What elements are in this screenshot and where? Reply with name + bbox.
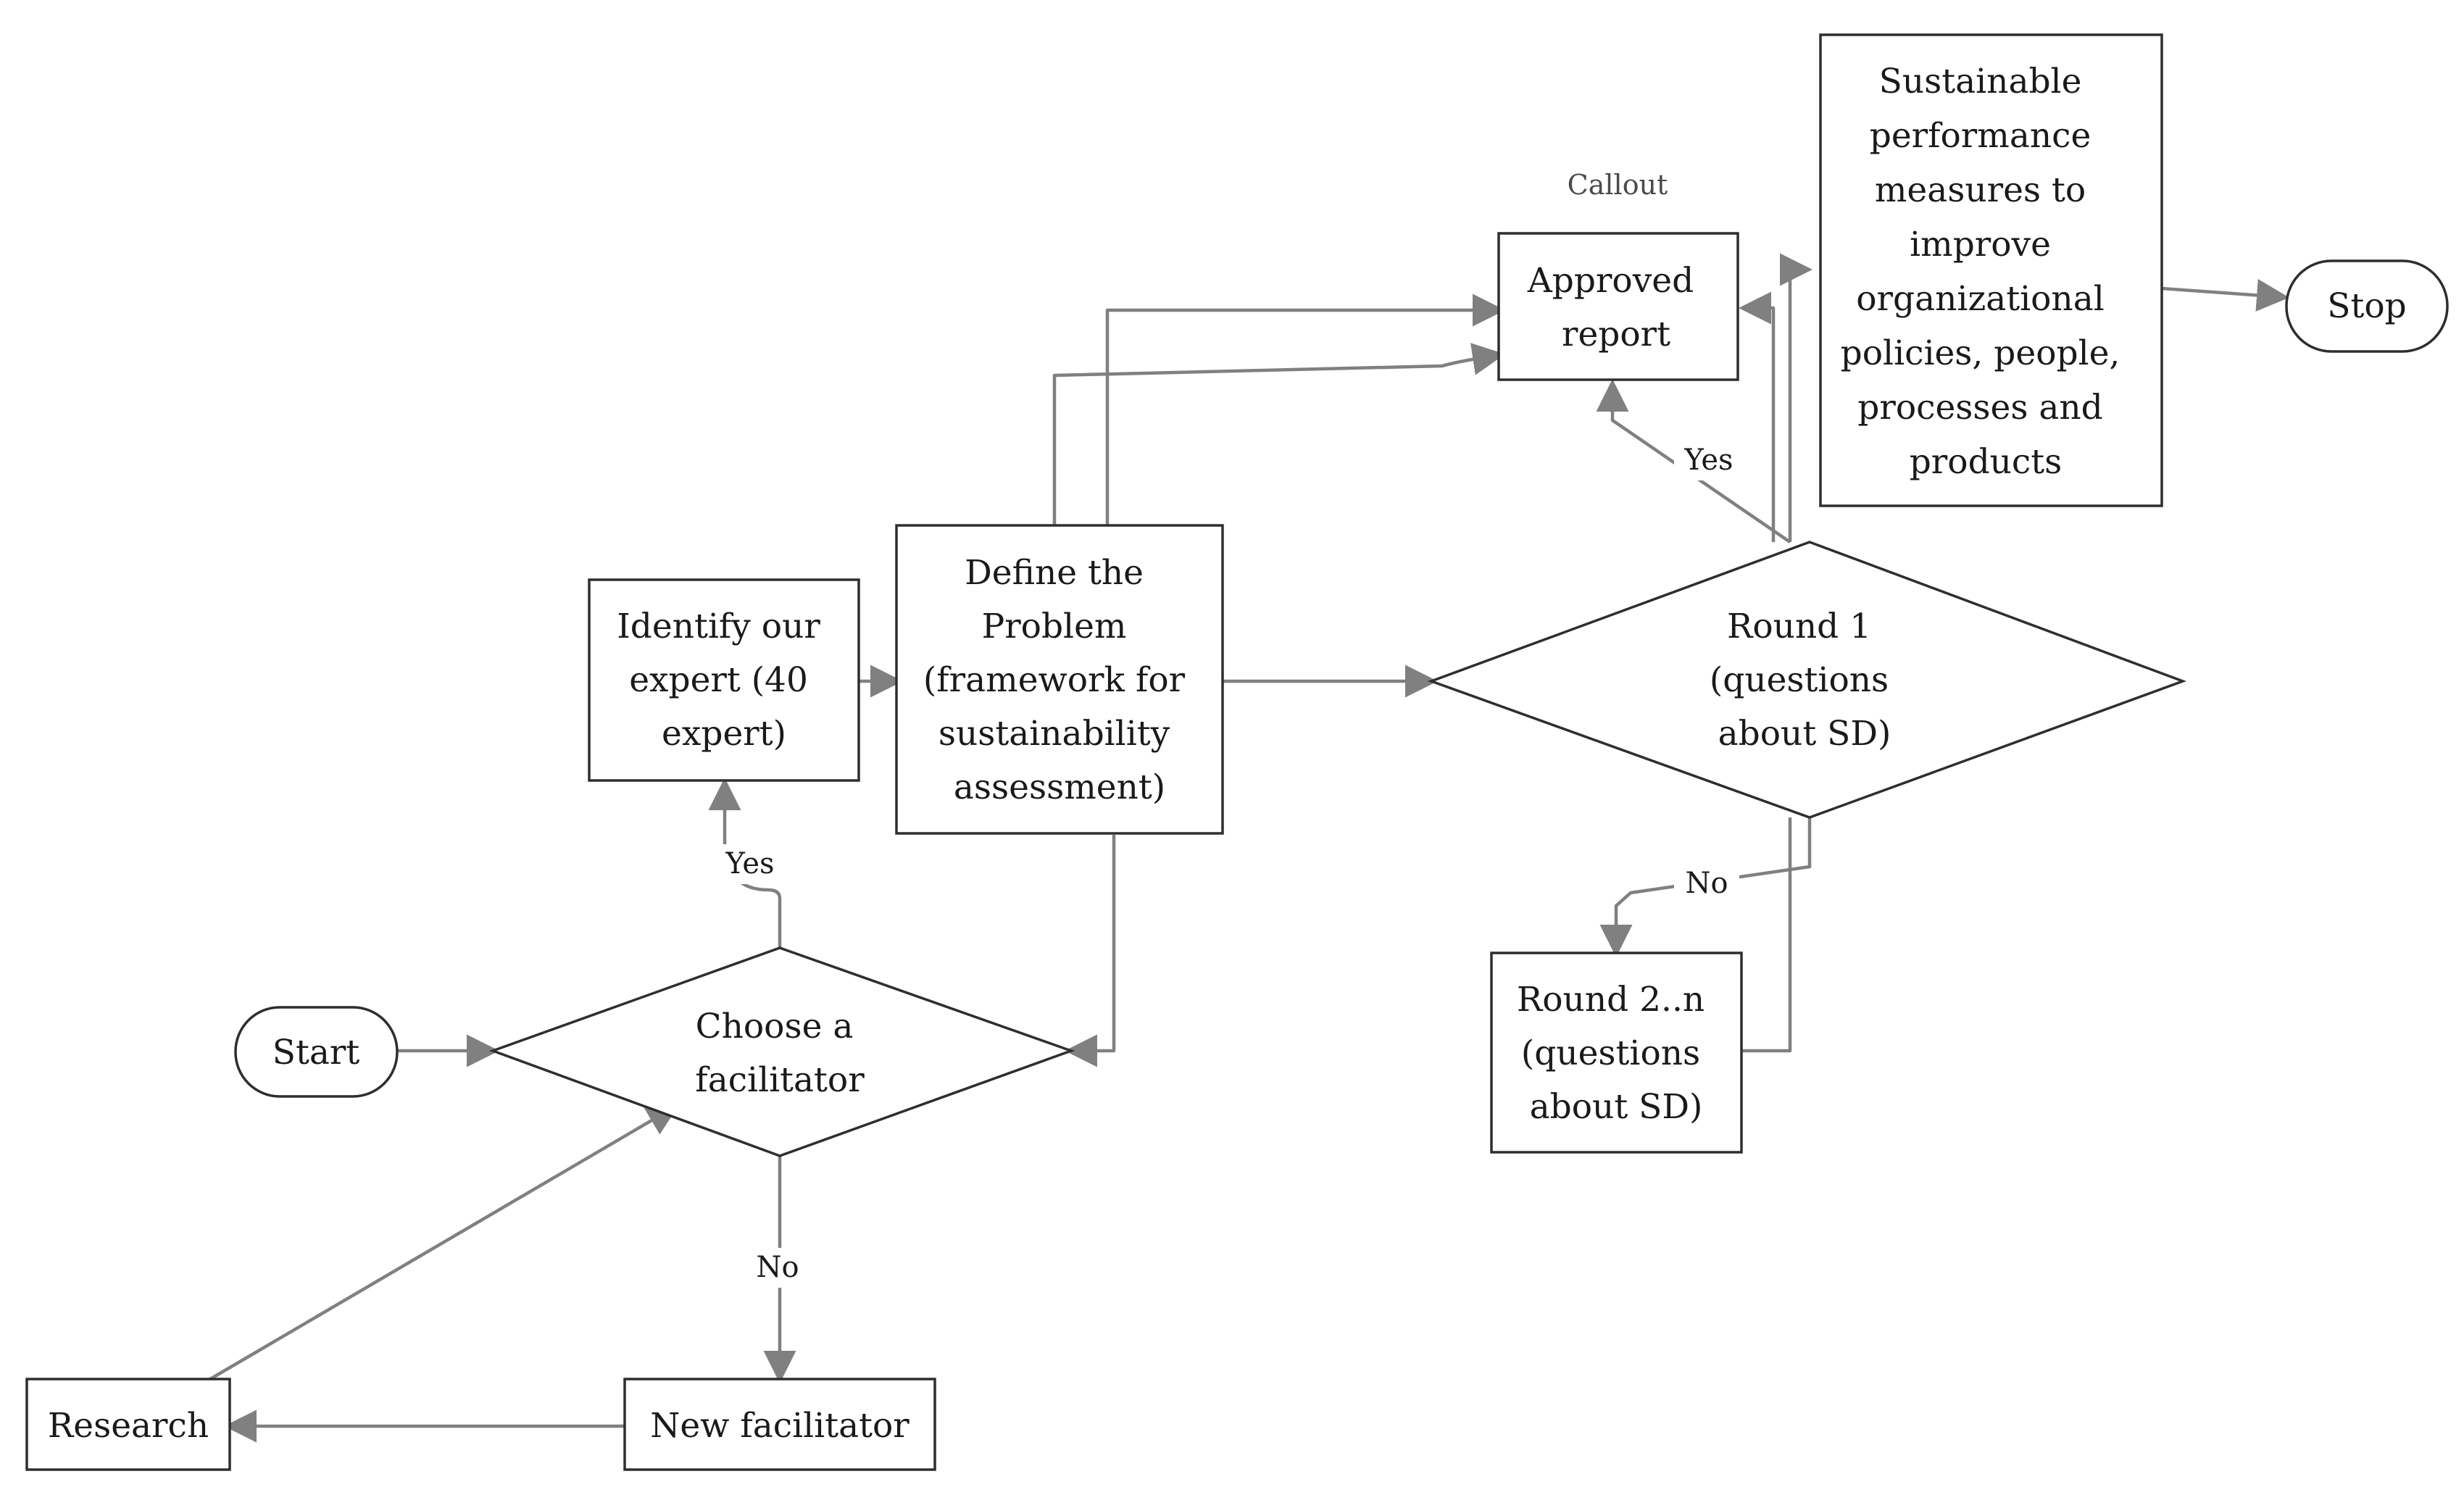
edge-round1-round2 xyxy=(1599,817,1812,957)
node-measures-line: performance xyxy=(1870,116,2092,156)
node-measures-line: measures to xyxy=(1875,170,2086,210)
node-measures-line: improve xyxy=(1910,225,2051,265)
node-round2-line: about SD) xyxy=(1530,1087,1703,1127)
edge-return-approved xyxy=(1739,291,1776,542)
node-research-label: Research xyxy=(48,1406,209,1446)
edge-define-approved-a xyxy=(1052,343,1505,525)
callout-label: Callout xyxy=(1568,169,1668,201)
edge-define-approved-b xyxy=(1105,293,1505,525)
node-measures-line: policies, people, xyxy=(1841,333,2120,373)
node-start-label: Start xyxy=(272,1033,360,1073)
edge-labels: Yes No Yes No xyxy=(714,441,1743,1288)
node-approved-line: Approved xyxy=(1527,261,1694,301)
label-round1-no: No xyxy=(1685,867,1728,900)
label-choose-no: No xyxy=(756,1251,799,1284)
svg-text:Sustainable performance: Sustainable performance measures to impr… xyxy=(1841,62,2131,482)
node-measures-line: processes and xyxy=(1857,388,2102,428)
node-round1-line: about SD) xyxy=(1718,714,1891,754)
node-research: Research xyxy=(25,1378,231,1471)
edge-round1-measures xyxy=(1780,253,1812,542)
node-define-line: Define the xyxy=(965,553,1144,593)
node-round-1: Round 1 (questions about SD) xyxy=(1427,541,2187,819)
node-stop: Stop xyxy=(2285,259,2449,353)
node-define-line: (framework for xyxy=(923,660,1186,700)
node-identify-line: expert) xyxy=(662,714,786,754)
node-measures-line: Sustainable xyxy=(1879,62,2082,101)
node-round2-line: (questions xyxy=(1521,1033,1700,1073)
node-define-line: sustainability xyxy=(938,714,1170,754)
node-round-2: Round 2..n (questions about SD) xyxy=(1490,951,1743,1154)
edge-research-choose xyxy=(209,1104,680,1381)
svg-text:Identify our expert (40: Identify our expert (40 expert) xyxy=(617,607,831,754)
node-approved-report: Approved report xyxy=(1497,232,1739,381)
node-define-line: Problem xyxy=(982,607,1127,646)
svg-text:Choose a facilitator: Choose a facilitator xyxy=(695,1007,865,1100)
label-choose-yes: Yes xyxy=(725,847,774,880)
node-define-line: assessment) xyxy=(954,767,1165,807)
svg-text:Round 1 (questions: Round 1 (questions about SD) xyxy=(1710,607,1899,754)
node-measures-line: products xyxy=(1910,442,2063,482)
node-round1-line: Round 1 xyxy=(1727,607,1871,646)
node-choose-facilitator: Choose a facilitator xyxy=(488,946,1075,1157)
edge-round1-approved xyxy=(1596,379,1791,544)
label-round1-yes: Yes xyxy=(1683,443,1733,477)
node-sustainable-measures: Sustainable performance measures to impr… xyxy=(1819,33,2163,507)
node-new-facilitator-label: New facilitator xyxy=(650,1406,910,1446)
node-identify-line: expert (40 xyxy=(629,660,808,700)
node-start: Start xyxy=(234,1006,399,1098)
svg-text:Round 2..n (questions: Round 2..n (questions about SD) xyxy=(1517,980,1715,1127)
svg-text:Define the Problem: Define the Problem (framework for sustai… xyxy=(923,553,1196,807)
node-round2-line: Round 2..n xyxy=(1517,980,1705,1020)
node-stop-label: Stop xyxy=(2327,286,2406,326)
node-measures-line: organizational xyxy=(1856,279,2105,319)
node-identify-line: Identify our xyxy=(617,607,820,646)
edge-define-choose xyxy=(1065,835,1116,1067)
node-choose-line: facilitator xyxy=(695,1060,865,1100)
node-identify-expert: Identify our expert (40 expert) xyxy=(588,578,860,782)
node-define-problem: Define the Problem (framework for sustai… xyxy=(895,524,1224,835)
node-choose-line: Choose a xyxy=(696,1007,854,1046)
node-approved-line: report xyxy=(1562,315,1670,354)
edge-round2-round1 xyxy=(1741,817,1792,1053)
node-new-facilitator: New facilitator xyxy=(623,1378,936,1471)
svg-text:Approved report: Approved report xyxy=(1527,261,1705,354)
node-round1-line: (questions xyxy=(1710,660,1889,700)
edge-measures-stop xyxy=(2161,278,2289,312)
